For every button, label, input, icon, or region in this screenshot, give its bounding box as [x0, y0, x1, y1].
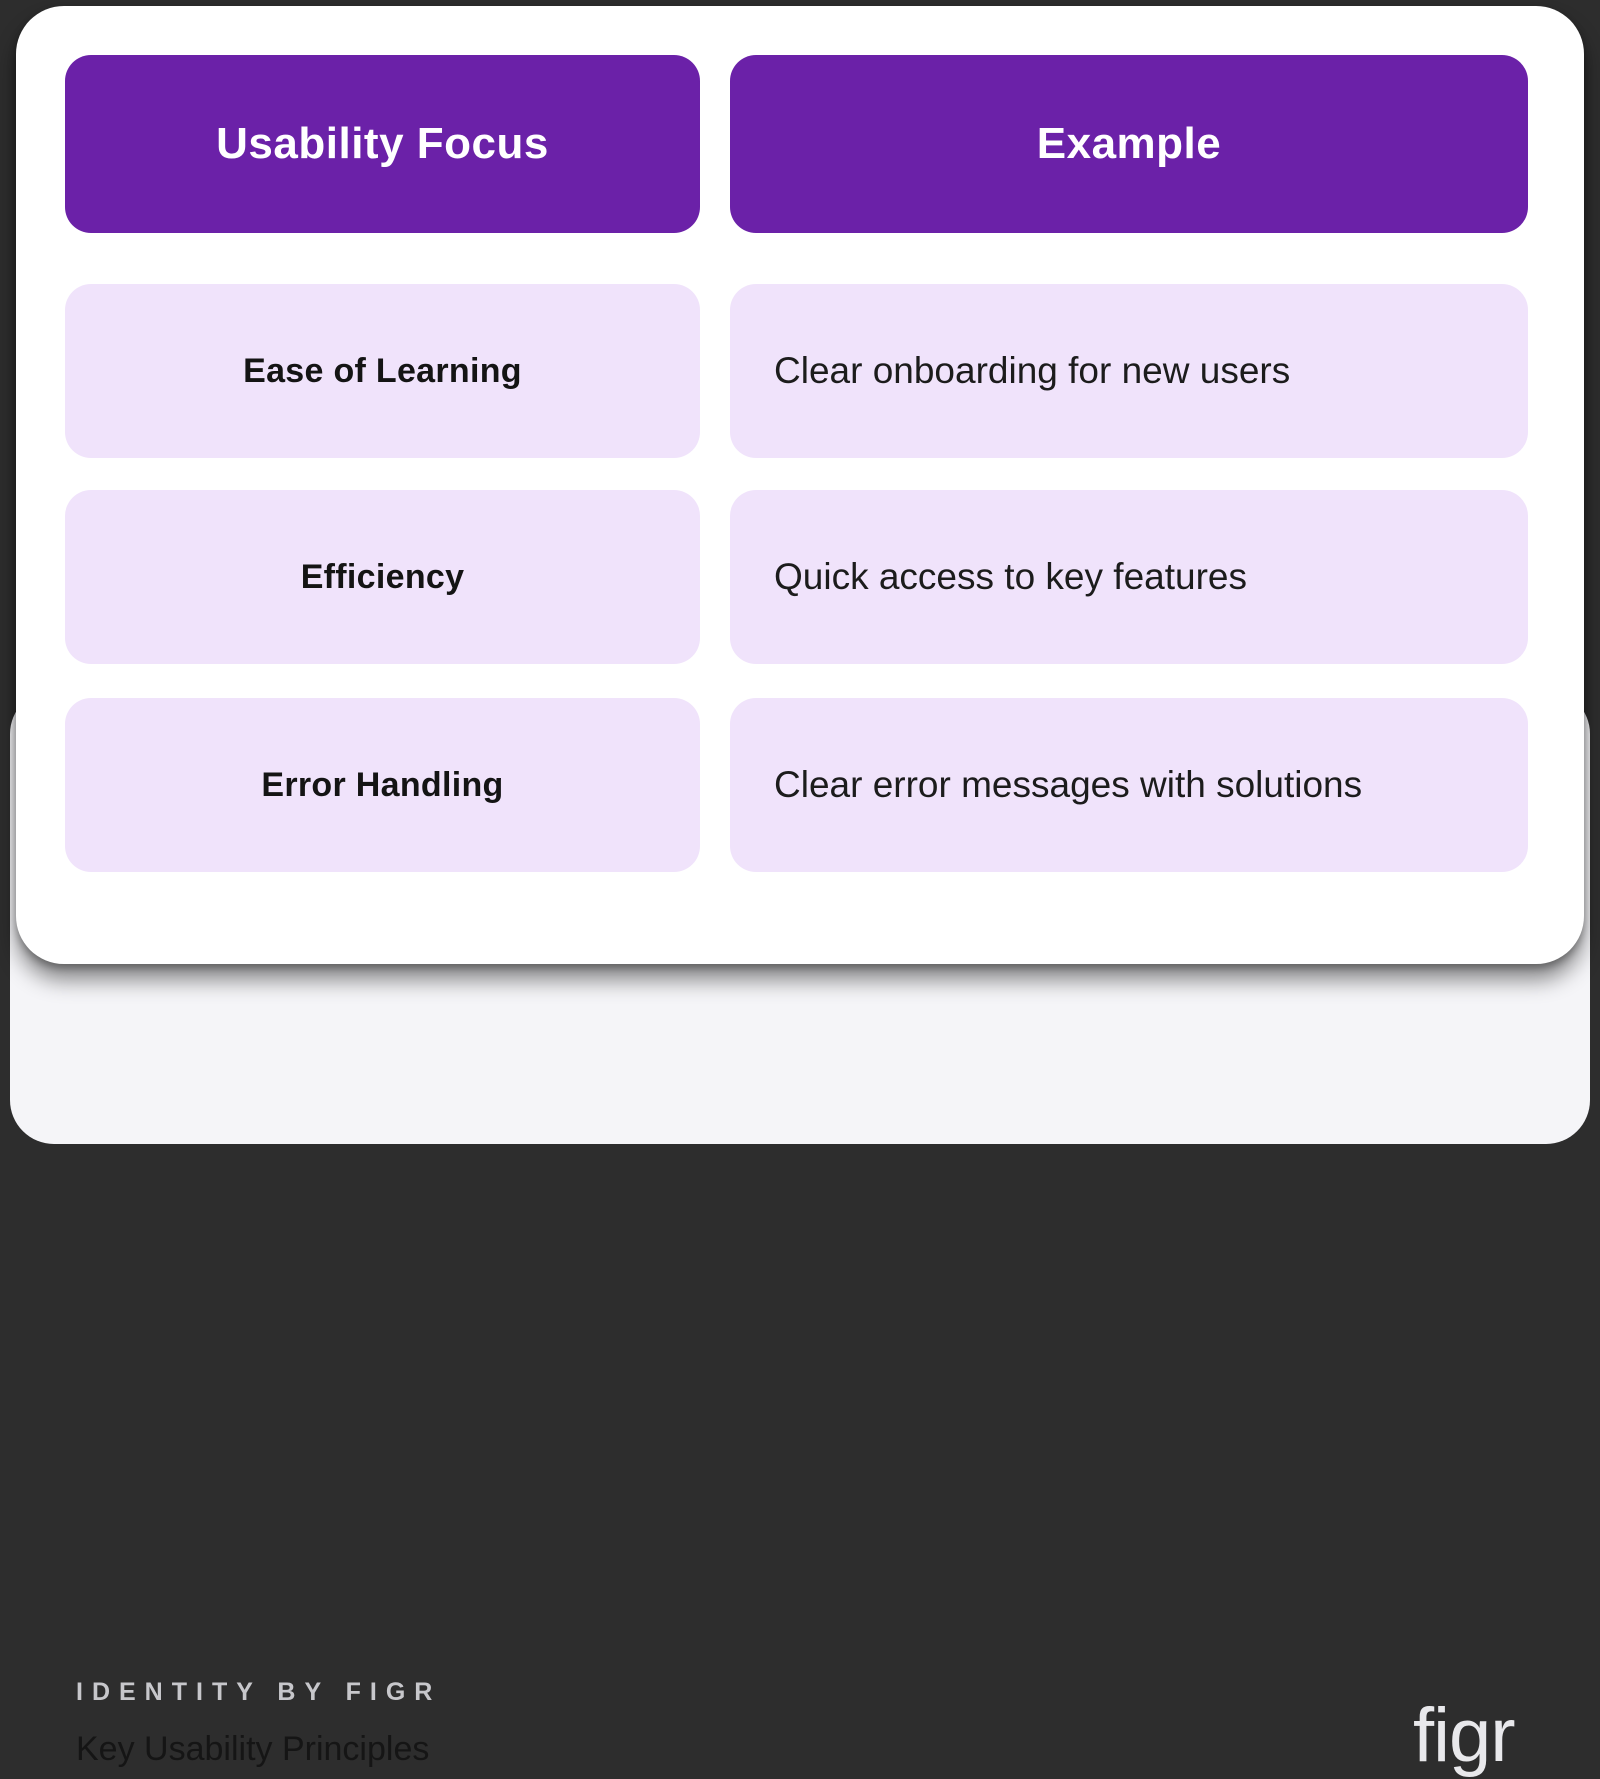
- column-header-example-label: Example: [1036, 119, 1222, 168]
- figr-logo: figr: [1413, 1693, 1516, 1778]
- example-cell-label: Clear onboarding for new users: [774, 349, 1291, 391]
- table-row-focus-ease-of-learning: Ease of Learning: [65, 284, 700, 458]
- column-header-usability-focus-label: Usability Focus: [216, 119, 549, 168]
- footer-brand-label: IDENTITY BY FIGR: [76, 1678, 442, 1706]
- table-row-focus-efficiency: Efficiency: [65, 490, 700, 664]
- table-row-example-error-handling: Clear error messages with solutions: [730, 698, 1528, 872]
- table-row-example-ease-of-learning: Clear onboarding for new users: [730, 284, 1528, 458]
- infographic-page: IDENTITY BY FIGR Key Usability Principle…: [10, 6, 1590, 1778]
- table-card: Usability Focus Example Ease of Learning…: [16, 6, 1584, 964]
- example-cell-label: Clear error messages with solutions: [774, 763, 1363, 805]
- column-header-usability-focus: Usability Focus: [65, 55, 700, 233]
- table-row-example-efficiency: Quick access to key features: [730, 490, 1528, 664]
- focus-cell-label: Error Handling: [261, 765, 504, 804]
- focus-cell-label: Ease of Learning: [243, 351, 522, 390]
- footer-title: Key Usability Principles: [76, 1730, 430, 1768]
- table-row-focus-error-handling: Error Handling: [65, 698, 700, 872]
- column-header-example: Example: [730, 55, 1528, 233]
- example-cell-label: Quick access to key features: [774, 555, 1247, 597]
- focus-cell-label: Efficiency: [300, 557, 465, 596]
